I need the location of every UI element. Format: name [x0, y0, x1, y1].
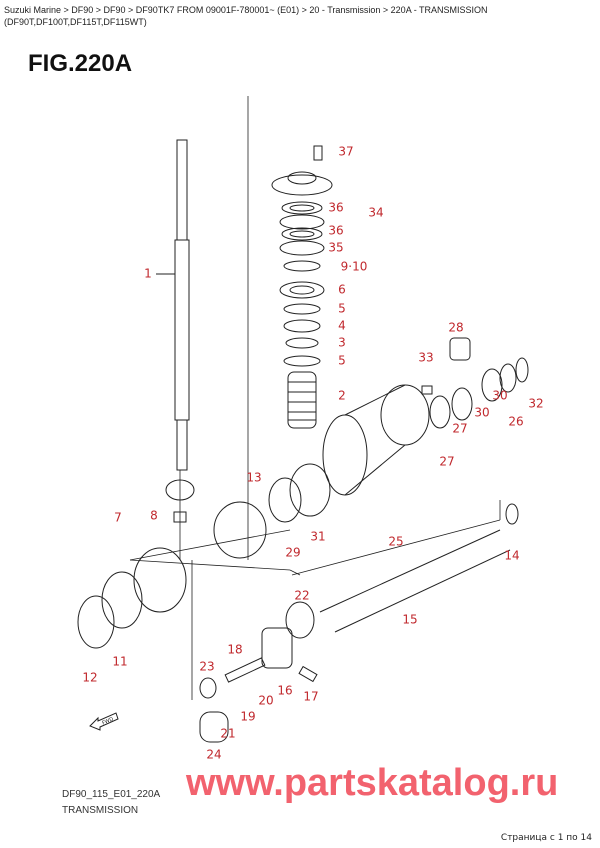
right-bearings	[421, 337, 529, 429]
callout-32[interactable]: 32	[528, 396, 544, 411]
callout-36[interactable]: 36	[328, 223, 344, 238]
fwd-label: FWD	[101, 716, 114, 726]
drive-shaft	[156, 139, 190, 471]
pagination: Страница с 1 по 14	[500, 833, 592, 843]
callout-20[interactable]: 20	[258, 693, 274, 708]
callout-36[interactable]: 36	[328, 200, 344, 215]
callout-31[interactable]: 31	[310, 529, 326, 544]
callout-30[interactable]: 30	[492, 388, 508, 403]
figure-title: FIG.220A	[28, 50, 133, 77]
callout-6[interactable]: 6	[338, 282, 346, 297]
gears	[77, 479, 267, 649]
callout-33[interactable]: 33	[418, 350, 434, 365]
callout-19[interactable]: 19	[240, 709, 256, 724]
callout-11[interactable]: 11	[112, 654, 128, 669]
callout-21[interactable]: 21	[220, 726, 236, 741]
propeller-shaft	[261, 503, 519, 669]
callout-35[interactable]: 35	[328, 240, 344, 255]
callout-26[interactable]: 26	[508, 414, 524, 429]
callout-9-10[interactable]: 9·10	[340, 259, 368, 274]
stack-parts	[271, 145, 333, 429]
gear-housing	[268, 384, 430, 523]
callout-16[interactable]: 16	[277, 683, 293, 698]
callout-27[interactable]: 27	[439, 454, 455, 469]
breadcrumb[interactable]: Suzuki Marine > DF90 > DF90 > DF90TK7 FR…	[4, 5, 488, 27]
callout-18[interactable]: 18	[227, 642, 243, 657]
callout-28[interactable]: 28	[448, 320, 464, 335]
callout-15[interactable]: 15	[402, 612, 418, 627]
diagram-title: TRANSMISSION	[62, 805, 139, 816]
callout-2[interactable]: 2	[338, 388, 346, 403]
callout-14[interactable]: 14	[504, 548, 520, 563]
callout-25[interactable]: 25	[388, 534, 404, 549]
callout-24[interactable]: 24	[206, 747, 222, 762]
callout-7[interactable]: 7	[114, 510, 122, 525]
callout-23[interactable]: 23	[199, 659, 215, 674]
callout-30[interactable]: 30	[474, 405, 490, 420]
callout-4[interactable]: 4	[338, 318, 346, 333]
callout-29[interactable]: 29	[285, 545, 301, 560]
diagram-code: DF90_115_E01_220A	[62, 789, 161, 800]
callout-5[interactable]: 5	[338, 353, 346, 368]
callout-13[interactable]: 13	[246, 470, 262, 485]
small-parts	[199, 657, 318, 743]
callout-34[interactable]: 34	[368, 205, 384, 220]
callout-17[interactable]: 17	[303, 689, 319, 704]
watermark: www.partskatalog.ru	[186, 762, 559, 804]
callout-1[interactable]: 1	[144, 266, 152, 281]
callout-22[interactable]: 22	[294, 588, 310, 603]
callout-8[interactable]: 8	[150, 508, 158, 523]
callout-12[interactable]: 12	[82, 670, 98, 685]
frame-lines	[129, 96, 501, 700]
callout-27[interactable]: 27	[452, 421, 468, 436]
callout-37[interactable]: 37	[338, 144, 354, 159]
fwd-arrow-icon: FWD	[89, 712, 119, 731]
callout-5[interactable]: 5	[338, 301, 346, 316]
callout-3[interactable]: 3	[338, 335, 346, 350]
